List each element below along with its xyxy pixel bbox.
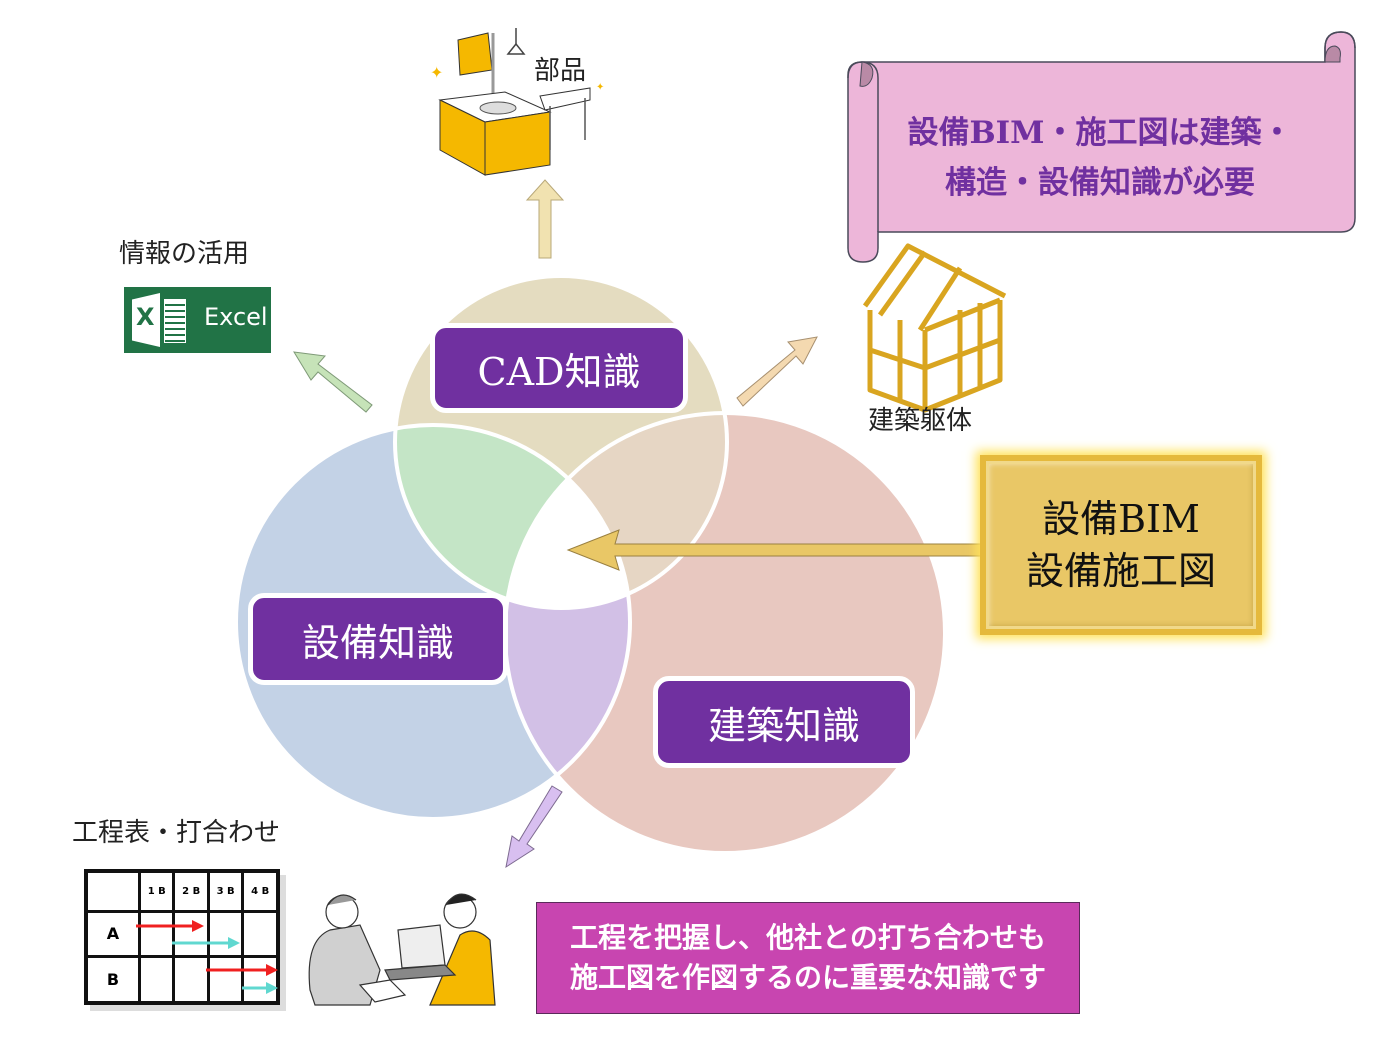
parts-label: 部品	[534, 56, 587, 86]
scroll-line-2: 構造・設備知識が必要	[945, 165, 1255, 201]
gantt-chart: 1 B 2 B 3 B 4 B A B	[84, 869, 280, 1005]
excel-text: Excel	[204, 303, 268, 331]
kitchen-icon: ✦ ✦	[430, 28, 604, 176]
house-frame-icon	[862, 243, 1007, 413]
cad-knowledge-box: CAD知識	[430, 323, 688, 413]
bim-line-1: 設備BIM	[1042, 497, 1200, 541]
kenchiku-knowledge-box: 建築知識	[653, 676, 915, 768]
arrow-structure	[736, 336, 818, 407]
info-label: 情報の活用	[119, 239, 250, 269]
gantt-row-a: A	[84, 909, 141, 958]
gantt-col-4: 4 B	[241, 869, 280, 913]
note-box: 工程を把握し、他社との打ち合わせも 施工図を作図するのに重要な知識です	[536, 902, 1080, 1014]
note-line-1: 工程を把握し、他社との打ち合わせも	[570, 921, 1046, 954]
gantt-col-3: 3 B	[206, 869, 245, 913]
meeting-icon	[308, 893, 496, 1006]
bim-line-2: 設備施工図	[1025, 549, 1216, 593]
svg-text:✦: ✦	[430, 63, 443, 82]
gantt-bars	[136, 920, 278, 994]
arrow-up-parts	[525, 179, 565, 259]
structure-label: 建築躯体	[868, 406, 973, 436]
note-line-2: 施工図を作図するのに重要な知識です	[569, 961, 1046, 994]
scroll-banner-text: 設備BIM・施工図は建築・ 構造・設備知識が必要	[880, 108, 1320, 208]
setsubi-knowledge-box: 設備知識	[248, 593, 508, 685]
scroll-line-1: 設備BIM・施工図は建築・	[907, 115, 1293, 151]
gantt-row-b: B	[84, 954, 141, 1005]
schedule-label: 工程表・打合わせ	[72, 818, 281, 848]
bim-drawing-box: 設備BIM 設備施工図	[980, 455, 1262, 635]
overlap-cad-setsubi	[395, 425, 630, 608]
gantt-col-1: 1 B	[137, 869, 176, 913]
arrow-bim	[566, 529, 986, 571]
arrow-schedule	[505, 785, 563, 869]
gantt-col-2: 2 B	[172, 869, 210, 913]
excel-icon: X Excel	[124, 287, 271, 353]
svg-text:✦: ✦	[596, 82, 604, 93]
scroll-banner	[847, 31, 1356, 263]
arrow-info	[293, 351, 373, 413]
overlap-cad-kenchiku	[505, 413, 727, 608]
